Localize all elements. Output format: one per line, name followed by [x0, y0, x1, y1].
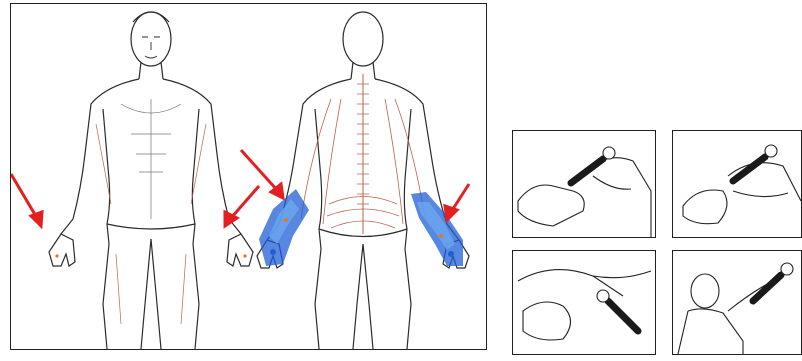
back-legs	[315, 244, 411, 349]
body-chart-panel	[10, 3, 487, 350]
massage-tool-icon	[753, 263, 793, 301]
technique-cell-1	[512, 130, 656, 238]
red-arrow-icon	[241, 150, 283, 198]
person-shoulder	[678, 309, 743, 354]
massage-tool-icon	[571, 147, 615, 183]
technique-cell-3	[512, 250, 656, 355]
red-arrow-icon	[11, 174, 42, 226]
person-head	[691, 274, 719, 308]
hand-outline	[518, 185, 584, 226]
technique-cell-4	[672, 250, 802, 355]
front-body-figure	[49, 12, 253, 349]
front-right-hand	[227, 234, 253, 266]
back-body-figure	[257, 12, 469, 349]
technique-grid	[512, 130, 802, 355]
back-head	[343, 12, 383, 66]
front-legs	[103, 239, 199, 349]
front-left-hand	[49, 234, 75, 266]
front-hair	[133, 12, 169, 22]
body-chart-svg	[11, 4, 486, 349]
red-arrow-icon	[445, 184, 469, 220]
red-arrow-icon	[225, 186, 259, 226]
pain-overlay-left	[259, 189, 309, 266]
front-left-arm	[61, 79, 139, 234]
massage-tool-icon	[597, 290, 638, 331]
arm-outline	[728, 163, 801, 201]
front-right-arm	[163, 79, 241, 234]
technique-cell-2	[672, 130, 802, 238]
fist-outline	[683, 190, 727, 224]
